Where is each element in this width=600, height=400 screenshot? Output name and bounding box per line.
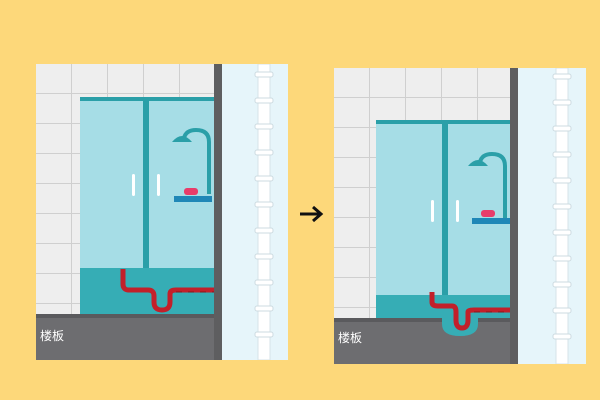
floor-label-right: 楼板: [338, 331, 363, 345]
after-illustration: [334, 68, 586, 364]
shelf: [472, 218, 510, 224]
floor-label-left: 楼板: [40, 329, 65, 343]
floor-slab: [36, 314, 216, 360]
floor-slab: [334, 318, 514, 364]
door-handle-left: [431, 200, 434, 222]
shower-frame-middle: [143, 101, 149, 268]
shower-frame-middle: [442, 124, 448, 295]
door-handle-right: [456, 200, 459, 222]
shower-frame-top: [80, 97, 214, 101]
stack-pipe: [552, 68, 572, 364]
shower-frame-top: [376, 120, 512, 124]
side-room: [518, 68, 586, 364]
arrow-right-icon: [298, 204, 326, 228]
soap-icon: [184, 188, 198, 195]
soap-icon: [481, 210, 495, 217]
door-handle-left: [132, 174, 135, 196]
before-illustration: [36, 64, 288, 360]
door-handle-right: [157, 174, 160, 196]
drain-pipe: [120, 269, 264, 313]
after-scene: 楼板: [334, 68, 586, 364]
before-scene: 楼板: [36, 64, 288, 360]
side-room: [222, 64, 288, 360]
drain-pipe: [429, 292, 554, 331]
wall-column: [510, 68, 518, 364]
wall-column: [214, 64, 222, 360]
shower-head-icon: [182, 127, 211, 194]
shelf: [174, 196, 212, 202]
stack-pipe: [254, 64, 274, 360]
shower-head-icon: [478, 151, 507, 218]
